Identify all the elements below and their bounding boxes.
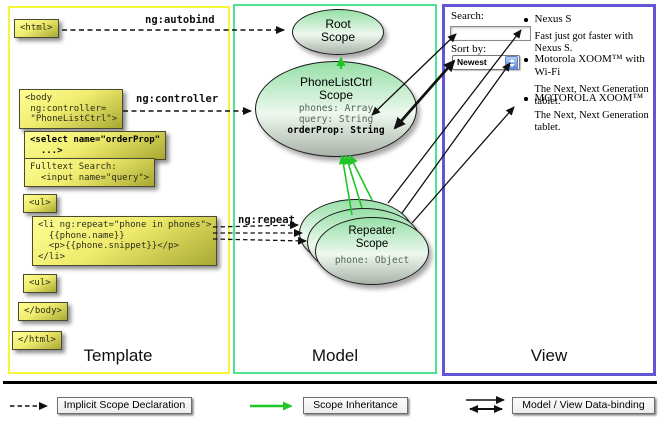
legend-model-view-data-binding: Model / View Data-binding [512,397,655,414]
root-scope-title: Root Scope [320,17,356,44]
phonelistctrl-scope-ellipse: PhoneListCtrl Scope phones: Array query:… [255,61,417,157]
ng-autobind-label: ng:autobind [145,14,215,26]
search-input[interactable] [450,26,531,41]
bullet-icon [524,18,528,22]
phone-title: MOTOROLA XOOM™ [534,92,644,104]
select-stepper-icon[interactable] [505,56,518,70]
code-fulltext-search: Fulltext Search: <input name="query"> [24,158,156,187]
phonelistctrl-scope-props: phones: Array query: String [298,103,374,125]
sort-by-label: Sort by: [451,43,487,55]
ng-repeat-label: ng:repeat [238,214,295,226]
code-body-open: <body ng:controller= "PhoneListCtrl"> [19,89,124,129]
phone-title: Nexus S [534,13,572,25]
phone-list-item: Nexus S Fast just got faster with Nexus … [524,13,656,55]
phone-list-item: MOTOROLA XOOM™ The Next, Next Generation… [524,92,656,134]
phone-desc: The Next, Next Generation tablet. [534,84,649,107]
view-panel-label: View [530,346,568,365]
ng-controller-label: ng:controller [136,93,219,105]
code-body-close: </body> [18,302,68,321]
phone-desc: The Next, Next Generation tablet. [534,110,649,133]
phonelistctrl-scope-orderprop: orderProp: String [287,125,385,136]
model-panel-label: Model [311,346,359,365]
code-select: <select name="orderProp" ...> [24,131,167,160]
phone-list-item: Motorola XOOM™ with Wi-Fi The Next, Next… [524,53,656,108]
template-panel-label: Template [83,346,153,365]
code-ul-open: <ul> [23,194,57,213]
legend-divider [3,381,657,384]
bullet-icon [524,97,528,101]
repeater-scope-prop: phone: Object [334,255,410,266]
code-html-open: <html> [14,19,59,38]
phone-desc: Fast just got faster with Nexus S. [534,31,634,54]
repeater-scope-ellipse-front: Repeater Scope phone: Object [315,217,429,285]
code-li-repeat: <li ng:repeat="phone in phones"> {{phone… [32,216,218,266]
phonelistctrl-scope-title: PhoneListCtrl Scope [299,75,373,102]
model-panel [233,4,437,374]
legend-scope-inheritance: Scope Inheritance [303,397,408,414]
bullet-icon [524,58,528,62]
phone-title: Motorola XOOM™ with Wi-Fi [534,53,645,78]
sort-select-value: Newest [457,57,487,67]
code-ul-close: <ul> [23,274,57,293]
repeater-scope-title: Repeater Scope [348,225,396,250]
sort-select[interactable]: Newest [452,55,520,70]
legend-implicit-scope-declaration: Implicit Scope Declaration [57,397,192,414]
root-scope-ellipse: Root Scope [292,9,384,55]
code-html-close: </html> [12,331,62,350]
search-label: Search: [451,10,484,22]
